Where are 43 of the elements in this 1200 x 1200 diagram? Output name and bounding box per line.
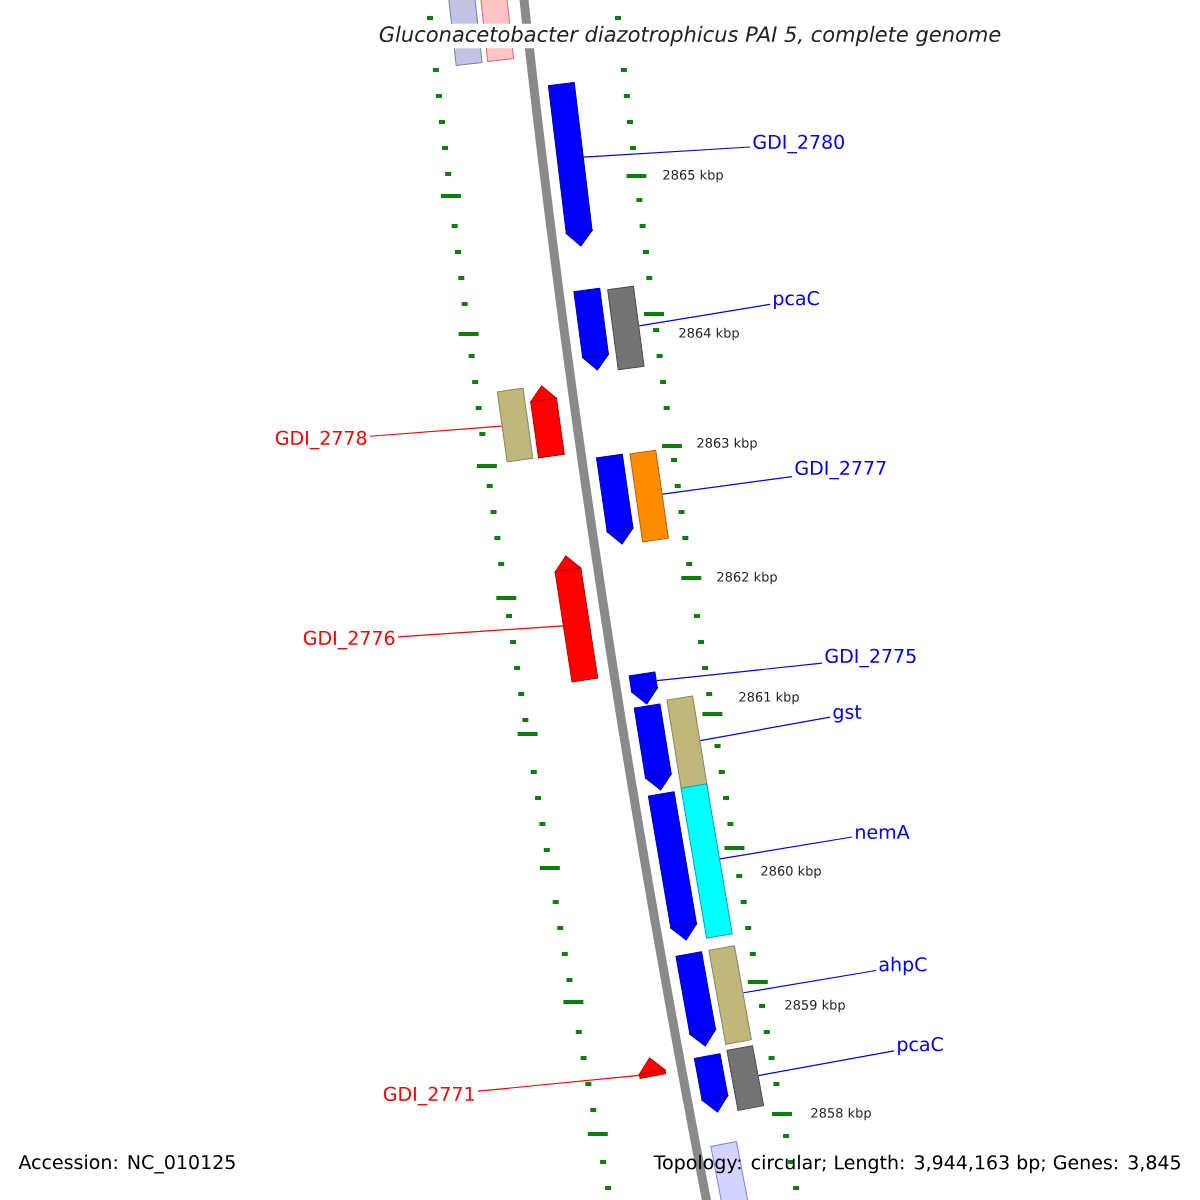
leader-line	[742, 969, 877, 994]
gene-block	[628, 671, 658, 705]
gene-block	[554, 555, 599, 683]
gene-block	[675, 951, 717, 1047]
gene-block	[647, 791, 698, 941]
gene-block	[596, 453, 634, 545]
gene-block	[680, 783, 733, 939]
gene-block	[708, 945, 752, 1045]
gene-label: GDI_2778	[275, 430, 367, 450]
leader-line	[656, 662, 823, 682]
gene-label: pcaC	[774, 290, 819, 310]
gene-label: GDI_2771	[383, 1086, 474, 1106]
gene-label: GDI_2780	[753, 134, 844, 154]
gene-label: pcaC	[898, 1036, 943, 1056]
gene-block	[666, 695, 708, 791]
gene-block	[496, 387, 534, 463]
gene-block	[726, 1045, 765, 1111]
gene-block	[573, 287, 609, 371]
gene-label: GDI_2777	[795, 460, 886, 480]
gene-block	[638, 1057, 667, 1079]
accession-text: Accession: NC_010125	[18, 1154, 235, 1174]
gene-label: nemA	[856, 824, 910, 840]
leader-line	[757, 1050, 895, 1077]
leader-line	[477, 1074, 640, 1092]
gene-label: GDI_2776	[303, 630, 395, 650]
gene-block	[629, 449, 669, 543]
leader-line	[661, 476, 793, 495]
leader-line	[699, 716, 831, 742]
genome-summary: Topology: circular; Length: 3,944,163 bp; Genes: 3,845	[653, 1154, 1180, 1174]
leader-line	[369, 425, 503, 437]
leader-line	[719, 836, 853, 860]
gene-label: ahpC	[879, 956, 927, 976]
leader-line	[397, 625, 564, 638]
leader-line	[583, 146, 751, 158]
gene-block	[547, 81, 593, 247]
leader-line	[638, 303, 771, 327]
gene-block	[530, 385, 565, 459]
title: Gluconacetobacter diazotrophicus PAI 5, complete genome	[376, 23, 1004, 49]
gene-block	[633, 703, 672, 791]
gene-label: gst	[833, 705, 862, 723]
gene-block	[693, 1053, 729, 1113]
gene-label: GDI_2775	[825, 648, 916, 668]
gene-block	[607, 285, 645, 371]
